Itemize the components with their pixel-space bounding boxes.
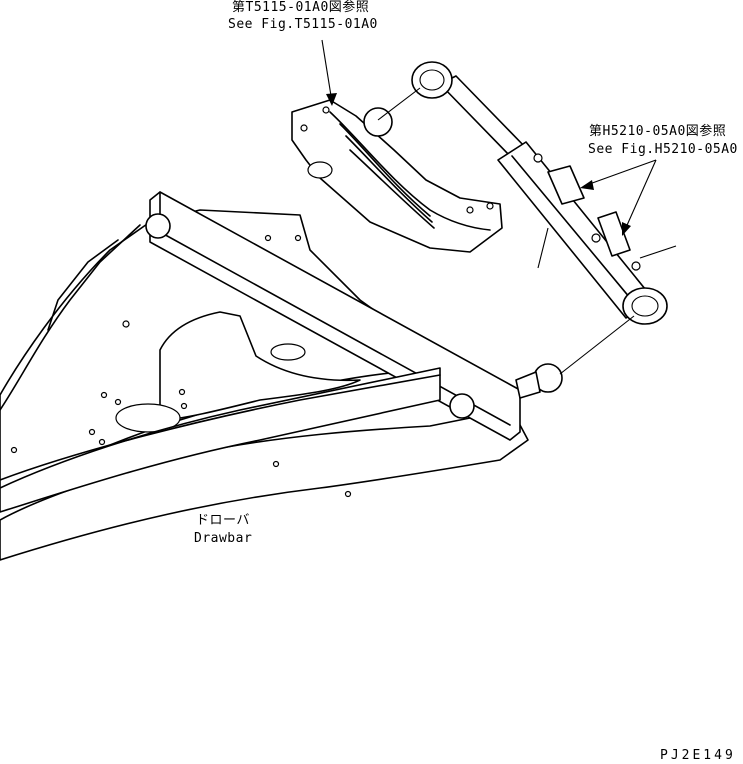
callout-right-jp: 第H5210-05A0図参照 [589,124,727,139]
part-label-en: Drawbar [194,531,253,546]
callout-right-en: See Fig.H5210-05A0 [588,142,738,157]
part-label-jp: ドローバ [196,513,250,528]
drawbar-frame [0,191,563,561]
hydraulic-cylinder [411,61,668,325]
saddle-bracket [291,99,503,253]
callout-top-jp: 第T5115-01A0図参照 [232,0,370,15]
drawing-code: PJ2E149 [660,748,736,763]
callout-top-en: See Fig.T5115-01A0 [228,17,378,32]
leader-lines [321,39,677,375]
